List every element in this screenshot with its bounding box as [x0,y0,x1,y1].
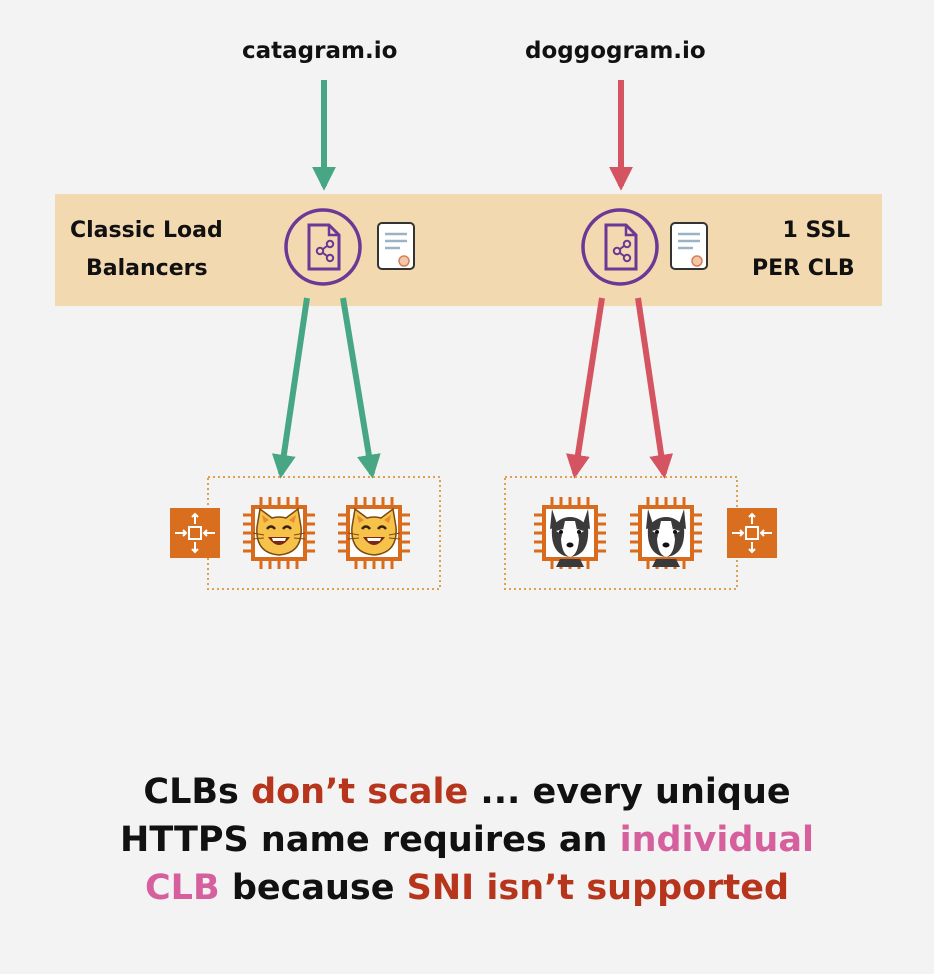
caption-highlight-clb: CLB [144,868,220,908]
clb-cat-icon [284,208,362,286]
arrow-clb-dog-to-instance-2 [635,297,674,479]
clb-label-line1: Classic Load [70,218,223,243]
caption-text: ... every unique [468,772,791,812]
caption-text: because [219,868,407,908]
arrow-clb-cat-to-instance-2 [340,297,381,479]
auto-scaling-cat-icon [169,507,221,559]
caption-highlight-sni: SNI isn’t supported [406,868,790,908]
caption-line-1: CLBs don’t scale ... every unique [0,768,934,816]
domain-label-catagram: catagram.io [242,38,398,64]
arrow-clb-cat-to-instance-1 [271,297,310,479]
clb-label-line2: Balancers [86,256,208,281]
ssl-certificate-cat-icon [376,221,416,271]
arrow-clb-dog-to-instance-1 [566,297,605,479]
clb-dog-icon [581,208,659,286]
ssl-per-clb-label: 1 SSL PER CLB [752,212,855,288]
caption-highlight-individual: individual [619,820,814,860]
ssl-label-line2: PER CLB [752,256,855,281]
caption-text: HTTPS name requires an [120,820,620,860]
caption: CLBs don’t scale ... every unique HTTPS … [0,768,934,912]
clb-band-label: Classic Load Balancers [70,212,223,288]
ssl-label-line1: 1 SSL [782,218,851,243]
domain-label-doggogram: doggogram.io [525,38,706,64]
caption-line-2: HTTPS name requires an individual [0,816,934,864]
caption-text: CLBs [143,772,252,812]
auto-scaling-dog-icon [726,507,778,559]
auto-scaling-group-dog [504,476,738,590]
caption-line-3: CLB because SNI isn’t supported [0,864,934,912]
clb-band [55,194,882,306]
caption-highlight-dont-scale: don’t scale [251,772,469,812]
ssl-certificate-dog-icon [669,221,709,271]
